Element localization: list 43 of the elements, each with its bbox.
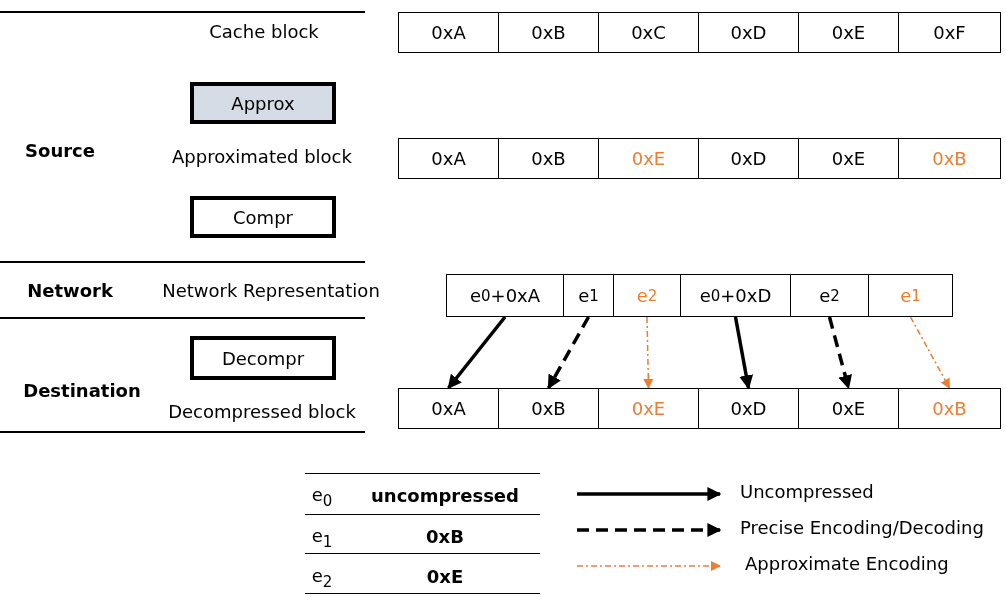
table-cell: 0xE (426, 565, 464, 587)
data-cell: 0xA (398, 12, 499, 53)
data-cell: 0xE (798, 138, 899, 179)
table-cell: e$_{2}$ (311, 565, 333, 591)
arrow (827, 316, 852, 390)
arrow (447, 315, 507, 390)
data-cell: 0xE (798, 12, 899, 53)
data-cell: 0xB (898, 138, 1001, 179)
operation-box: Decompr (190, 336, 336, 380)
data-cell: 0xE (598, 388, 699, 429)
table-cell: 0xB (426, 525, 464, 547)
arrow (733, 316, 754, 390)
data-cell: 0xA (398, 138, 499, 179)
legend-text: Uncompressed (740, 481, 874, 502)
table-cell: e$_{1}$ (311, 525, 333, 551)
data-cell: 0xD (698, 388, 799, 429)
table-cell: e$_{0}$ (311, 484, 333, 510)
table-cell: uncompressed (371, 484, 519, 506)
operation-box: Compr (190, 196, 336, 238)
row-label: Approximated block (172, 145, 352, 167)
section-label: Source (25, 139, 95, 161)
data-cell: 0xA (398, 388, 499, 429)
data-cell: 0xB (498, 12, 599, 53)
row-label: Network Representation (162, 279, 380, 301)
section-label: Destination (23, 379, 141, 401)
data-cell: 0xD (698, 138, 799, 179)
data-cell: 0xE (798, 388, 899, 429)
operation-box: Approx (190, 82, 336, 124)
legend-text: Approximate Encoding (745, 553, 949, 574)
data-cell: 0xD (698, 12, 799, 53)
row-label: Decompressed block (168, 400, 356, 422)
data-cell: 0xB (498, 388, 599, 429)
arrow (909, 316, 951, 389)
row-label: Cache block (209, 20, 319, 42)
data-cell: 0xB (898, 388, 1001, 429)
data-cell: 0xC (598, 12, 699, 53)
section-label: Network (27, 279, 113, 301)
arrow (546, 316, 591, 390)
data-cell: 0xE (598, 138, 699, 179)
data-cell: 0xF (898, 12, 1001, 53)
legend-text: Precise Encoding/Decoding (740, 517, 984, 538)
arrow (643, 316, 654, 389)
data-cell: 0xB (498, 138, 599, 179)
